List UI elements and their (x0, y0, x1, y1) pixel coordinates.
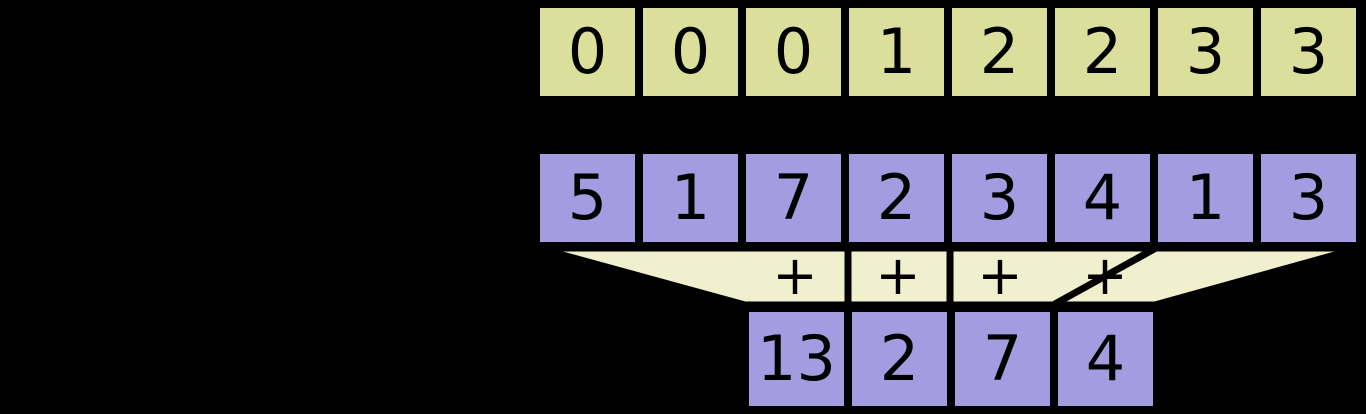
key-cell-2: 0 (742, 4, 845, 100)
value-cell-2: 7 (742, 150, 845, 246)
value-cell-3: 2 (845, 150, 948, 246)
result-cell-3: 4 (1054, 308, 1157, 410)
key-cell-7: 3 (1257, 4, 1360, 100)
result-cell-2: 7 (951, 308, 1054, 410)
value-cell-5: 4 (1051, 150, 1154, 246)
plus-operator-4: + (1082, 244, 1128, 307)
key-cell-5: 2 (1051, 4, 1154, 100)
plus-operator-2: + (875, 244, 921, 307)
key-cell-4: 2 (948, 4, 1051, 100)
result-cell-1: 2 (848, 308, 951, 410)
key-cell-3: 1 (845, 4, 948, 100)
value-cell-7: 3 (1257, 150, 1360, 246)
result-cell-0: 13 (745, 308, 848, 410)
plus-operator-1: + (772, 244, 818, 307)
key-cell-1: 0 (639, 4, 742, 100)
value-cell-0: 5 (536, 150, 639, 246)
funnel-body (536, 244, 1361, 309)
value-cell-4: 3 (948, 150, 1051, 246)
key-cell-6: 3 (1154, 4, 1257, 100)
value-cell-6: 1 (1154, 150, 1257, 246)
value-cell-1: 1 (639, 150, 742, 246)
plus-operator-3: + (977, 244, 1023, 307)
key-cell-0: 0 (536, 4, 639, 100)
